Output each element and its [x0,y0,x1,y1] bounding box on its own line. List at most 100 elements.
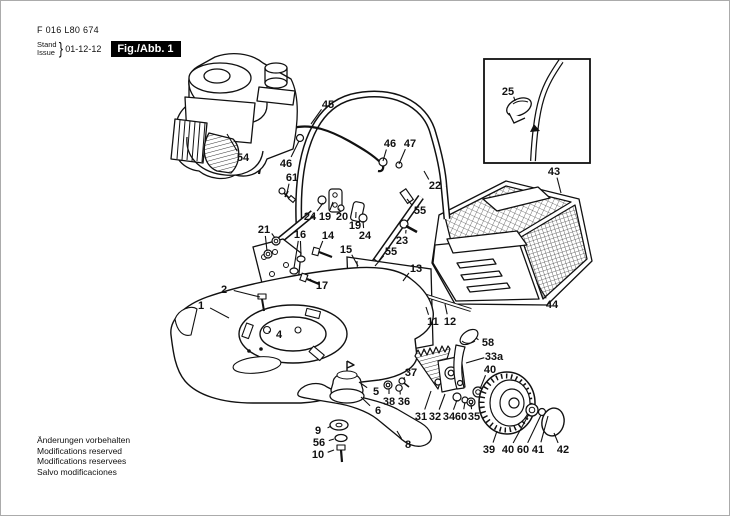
hubcap-drawing [541,407,565,437]
leader-line [329,201,334,211]
part-number-label: 10 [312,449,324,461]
leader-lines [209,96,562,453]
part-number-label: 12 [444,316,456,328]
leader-line [293,240,299,269]
leader-line [316,202,324,212]
part-number-label: 36 [398,396,410,408]
part-number-label: 24 [304,211,317,223]
stand-label: Stand [37,40,57,49]
leader-line [382,149,387,162]
part-number-label: 54 [237,152,250,164]
part-number-label: 20 [336,211,348,223]
part-number-label: 45 [322,99,334,111]
modifications-note: Änderungen vorbehalten Modifications res… [37,435,130,477]
bolt-17 [299,272,320,286]
leader-line [328,438,335,442]
stand-issue-labels: Stand Issue [37,41,57,57]
part-number-label: 23 [396,235,408,247]
fastener-drawings [263,236,333,286]
issue-date: 01-12-12 [65,44,102,54]
leader-line [527,414,542,444]
part-number-label: 4 [276,329,283,341]
part-number-label: 55 [414,205,426,217]
brace-glyph: } [58,39,63,58]
cable-end-61 [278,187,297,204]
part-number-label: 17 [316,280,328,292]
leader-line [396,430,403,439]
leader-line [463,401,466,410]
upper-handle-drawing [295,90,451,226]
document-number: F 016 L80 674 [37,25,99,35]
leader-line [470,403,473,410]
leader-line [358,381,368,389]
part-number-label: 46 [280,158,292,170]
part-number-label: 55 [385,246,397,258]
leader-line [553,432,559,444]
part-number-label: 32 [429,411,441,423]
part-number-label: 2 [221,284,227,296]
part-number-label: 13 [410,263,422,275]
part-number-label: 21 [258,224,270,236]
blade-hub-drawing [329,360,365,404]
issue-row: Stand Issue } 01-12-12 Fig./Abb. 1 [37,39,181,59]
part-number-label: 61 [286,172,298,184]
leader-line [309,278,314,283]
part-number-label: 35 [468,411,480,423]
part-number-label: 41 [532,444,544,456]
footer-line: Modifications reserved [37,445,123,456]
leader-line [438,393,446,410]
leader-line [327,425,332,429]
leader-line [479,375,487,390]
part-number-label: 9 [315,425,321,437]
part-number-label: 37 [405,367,417,379]
part-number-label: 47 [404,138,416,150]
leader-line [452,399,458,410]
leader-line [512,413,530,444]
deck-drawing [170,266,434,404]
leader-line [556,177,562,194]
leader-line [351,254,359,267]
part-number-label: 16 [294,229,306,241]
bolt-23 [399,219,418,234]
leader-line [264,235,268,252]
leader-line [319,240,324,249]
part-number-label: 38 [383,396,395,408]
part-number-label: 5 [373,386,379,398]
leader-line [423,170,430,180]
inset-knob-drawing [506,97,540,132]
leader-line [425,306,430,315]
leader-line [402,272,410,282]
part-number-label: 11 [427,316,439,328]
part-number-label: 58 [482,337,494,349]
leader-line [540,415,549,443]
figure-badge: Fig./Abb. 1 [111,41,181,57]
part-number-label: 22 [429,180,441,192]
part-number-label: 33a [485,351,504,363]
leader-line [444,303,448,315]
part-number-label: 6 [375,405,381,417]
part-number-label: 60 [517,444,529,456]
leader-line [513,96,516,102]
leader-line [492,430,498,443]
blade-drawing [297,360,432,463]
leader-line [424,390,432,410]
leader-line [360,396,371,407]
leader-line [465,357,485,364]
cable-drawing [257,125,403,204]
leader-line [209,307,230,319]
footer-line: Salvo modificaciones [37,466,117,477]
inset-box [483,58,591,164]
part-number-label: 44 [546,299,559,311]
leader-line [398,148,406,165]
part-number-label: 19 [319,211,331,223]
leader-line [362,220,365,229]
part-number-label: 1 [198,300,204,312]
leader-line [406,198,413,206]
leader-line [286,183,290,194]
part-number-label: 39 [483,444,495,456]
leader-line [310,109,322,125]
part-number-label: 15 [340,244,352,256]
leader-line [290,140,300,158]
